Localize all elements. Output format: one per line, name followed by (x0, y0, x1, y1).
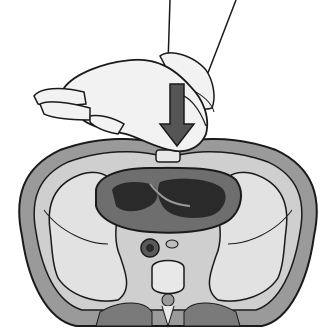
aorta-lumen (146, 244, 154, 252)
spinal-cord (162, 294, 174, 306)
forearm-right-line (206, 0, 236, 78)
thorax-cross-section-icon (19, 139, 317, 326)
vertebral-body (152, 261, 184, 294)
esophagus (166, 240, 178, 248)
gloved-hand-icon (34, 0, 236, 151)
